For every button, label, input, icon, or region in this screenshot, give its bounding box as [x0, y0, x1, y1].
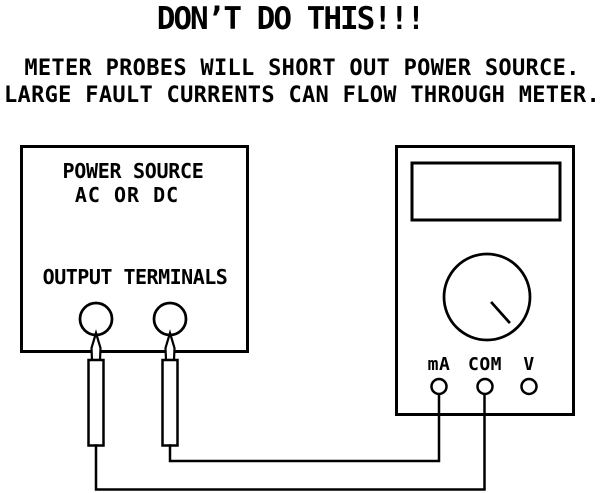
warning-line-1: METER PROBES WILL SHORT OUT POWER SOURCE…: [24, 56, 580, 81]
page-title: DON’T DO THIS!!!: [156, 1, 426, 37]
probe-body-right: [161, 358, 179, 447]
wire-left-probe-to-com: [94, 392, 486, 491]
output-terminals-label: OUTPUT TERMINALS: [42, 265, 228, 289]
jack-v-terminal: [520, 377, 538, 396]
wire-right-probe-to-ma: [168, 392, 441, 463]
rotary-dial: [442, 252, 532, 342]
jack-v-label: V: [523, 354, 535, 375]
power-source-label: POWER SOURCE: [62, 159, 204, 183]
dial-pointer: [490, 301, 511, 324]
probe-tip-right: [164, 329, 176, 362]
warning-line-2: LARGE FAULT CURRENTS CAN FLOW THROUGH ME…: [4, 83, 600, 108]
probe-tip-left: [90, 329, 102, 362]
power-source-box: [20, 145, 249, 353]
probe-body-left: [87, 358, 105, 447]
jack-com-terminal: [476, 377, 494, 396]
jack-com-label: COM: [467, 354, 503, 375]
jack-ma-label: mA: [427, 354, 451, 375]
meter-display: [410, 161, 562, 222]
power-source-type-label: AC OR DC: [74, 183, 180, 207]
jack-ma-terminal: [430, 377, 448, 396]
